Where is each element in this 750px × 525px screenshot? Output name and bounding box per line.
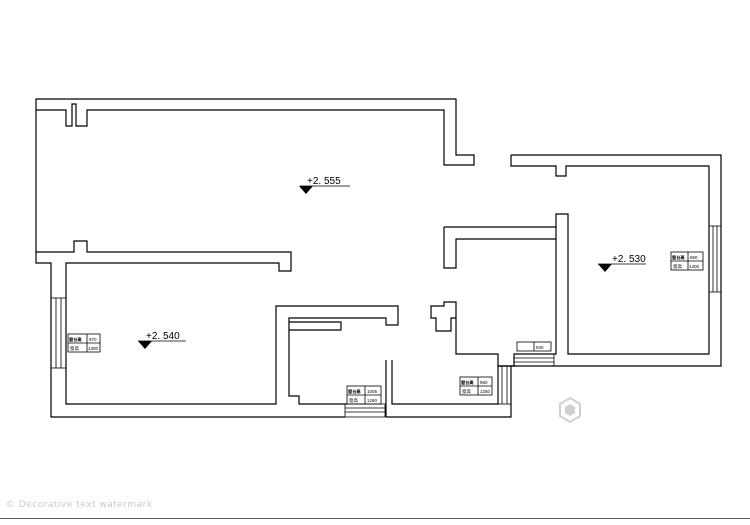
- svg-text:窗高: 窗高: [673, 263, 682, 270]
- watermark-text: © Decorative text watermark: [6, 500, 153, 510]
- window-tag-left: 窗台高 970 窗高 1300: [67, 333, 101, 353]
- window-right: [708, 225, 722, 293]
- wall-kitchen-inner: [443, 227, 556, 269]
- svg-text:窗台高: 窗台高: [672, 254, 685, 261]
- svg-text:1300: 1300: [88, 346, 99, 351]
- outer-wall-left: [35, 110, 399, 405]
- svg-text:940: 940: [536, 345, 544, 350]
- window-tag-right: 窗台高 960 窗高 1300: [670, 251, 704, 271]
- svg-text:1300: 1300: [689, 264, 700, 269]
- window-bath: [497, 365, 512, 405]
- outer-wall-left-outer: [35, 252, 345, 418]
- window-kitchen: [513, 353, 555, 367]
- window-tag-bath: 窗台高 960 窗高 1250: [459, 376, 493, 396]
- svg-text:1250: 1250: [480, 389, 491, 394]
- window-tag-kitchen: 940: [516, 341, 552, 352]
- svg-text:窗台高: 窗台高: [348, 388, 361, 395]
- window-tag-middle: 窗台高 1005 窗高 1260: [346, 385, 382, 405]
- svg-text:1260: 1260: [367, 398, 378, 403]
- level-marker-left: +2. 540: [138, 331, 186, 349]
- level-text-left: +2. 540: [146, 331, 180, 342]
- svg-text:960: 960: [480, 380, 488, 385]
- svg-text:窗高: 窗高: [462, 388, 471, 395]
- window-bottom-middle: [344, 403, 386, 418]
- svg-text:窗台高: 窗台高: [461, 379, 474, 386]
- svg-text:窗台高: 窗台高: [69, 336, 82, 343]
- level-marker-right: +2. 530: [598, 254, 646, 272]
- svg-text:1005: 1005: [367, 389, 378, 394]
- level-text-right: +2. 530: [612, 254, 646, 265]
- level-text-top: +2. 555: [307, 176, 341, 187]
- svg-text:970: 970: [89, 337, 97, 342]
- inner-wall-divider: [289, 321, 342, 331]
- bottom-divider: [0, 518, 750, 519]
- svg-text:窗高: 窗高: [349, 397, 358, 404]
- svg-text:960: 960: [690, 255, 698, 260]
- logo-mark-icon: [559, 396, 581, 424]
- level-marker-top: +2. 555: [299, 176, 350, 194]
- outer-wall-main: [35, 98, 475, 166]
- window-left: [50, 297, 67, 369]
- svg-text:窗高: 窗高: [70, 345, 79, 352]
- wall-right-room-inner: [510, 155, 710, 355]
